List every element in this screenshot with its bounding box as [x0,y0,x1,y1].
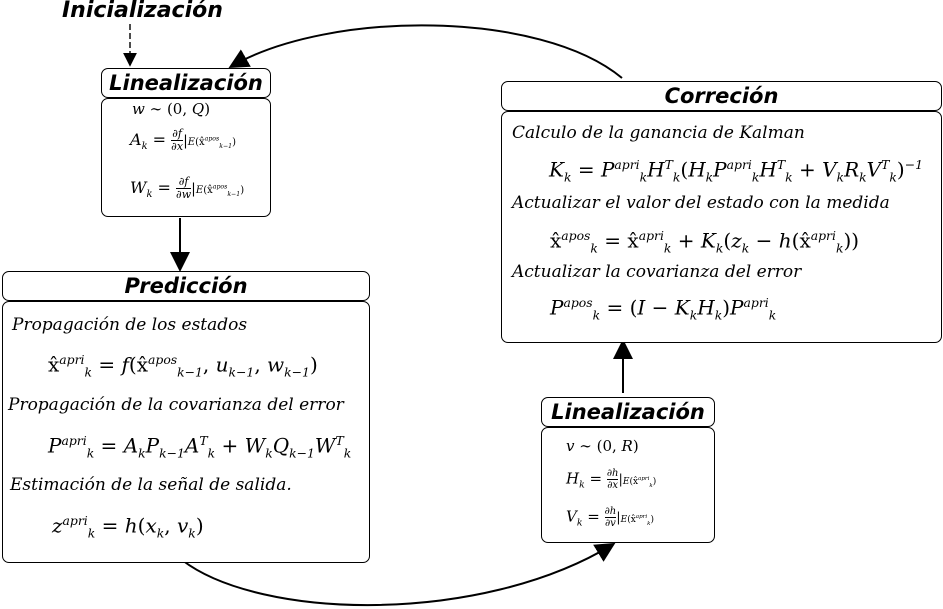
pred-label-2: Propagación de la covarianza del error [8,395,344,415]
lin2-noise: v ∼ (0, R) [566,437,639,455]
pred-label-1: Propagación de los estados [12,315,248,335]
lin1-noise: w ∼ (0, Q) [132,100,211,118]
init-label: Inicialización [62,0,223,23]
corr-body [501,111,942,343]
pred-title: Predicción [2,271,370,301]
corr-eq-1: Kk = PaprikHTk(HkPaprikHTk + VkRkVTk)−1 [549,157,923,185]
lin2-body [541,427,715,543]
corr-label-2: Actualizar el valor del estado con la me… [512,193,890,213]
lin1-body [101,98,271,217]
lin2-H-eq: Hk = ∂h∂x|E(x̂aprik) [566,468,657,491]
lin2-title: Linealización [541,397,715,427]
corr-eq-2: x̂aposk = x̂aprik + Kk(zk − h(x̂aprik)) [550,228,860,256]
pred-eq-1: x̂aprik = f(x̂aposk−1, uk−1, wk−1) [48,352,318,380]
pred-body [2,301,370,563]
corr-eq-3: Paposk = (I − KkHk)Paprik [550,295,777,323]
corr-title: Correción [501,81,942,111]
corr-label-3: Actualizar la covarianza del error [512,262,802,282]
lin2-V-eq: Vk = ∂h∂v|E(x̂aprik) [566,506,655,529]
pred-eq-2: Paprik = AkPk−1ATk + WkQk−1WTk [48,433,352,461]
pred-eq-3: zaprik = h(xk, vk) [52,513,204,541]
pred-to-lin2-arrow [181,542,616,606]
lin1-title: Linealización [101,68,271,98]
corr-label-1: Calculo de la ganancia de Kalman [512,123,805,143]
lin1-W-eq: Wk = ∂f∂w|E(x̂aposk−1) [130,175,245,201]
corr-to-lin1-arrow [228,24,623,79]
pred-label-3: Estimación de la señal de salida. [10,475,292,495]
lin1-A-eq: Ak = ∂f∂x|E(x̂aposk−1) [130,127,236,153]
